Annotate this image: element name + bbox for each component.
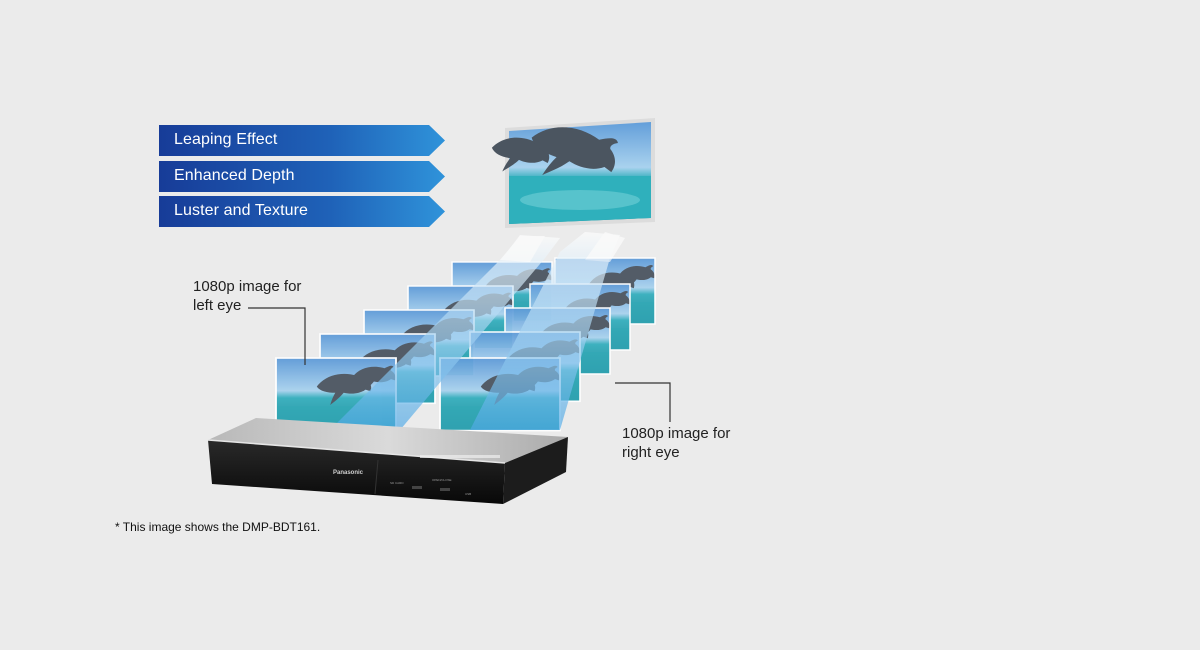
feature-label: Leaping Effect (174, 131, 278, 148)
player-port-label: SD CARD (390, 481, 404, 485)
arrow-banner-shape (159, 161, 445, 192)
3d-result-screen (488, 114, 655, 228)
feature-banner-luster: Luster and Texture (159, 196, 445, 227)
arrow-banner-shape (159, 125, 445, 156)
right-eye-label-line2: right eye (622, 444, 680, 461)
footnote: * This image shows the DMP-BDT161. (115, 520, 321, 534)
left-eye-leader-line (248, 307, 306, 365)
arrow-banner-shape (159, 196, 445, 227)
player-brand: Panasonic (333, 470, 364, 476)
right-eye-leader-line (615, 382, 671, 422)
player-usb-label: USB (465, 492, 471, 496)
bluray-player: Panasonic SD CARD OPEN/CLOSE USB (207, 418, 568, 504)
right-eye-label-line1: 1080p image for (622, 425, 731, 442)
left-eye-label: 1080p image for left eye (193, 277, 301, 315)
feature-banner-depth: Enhanced Depth (159, 161, 445, 192)
player-panel-text: OPEN/CLOSE (432, 478, 452, 482)
light-beams (330, 232, 625, 430)
feature-label: Luster and Texture (174, 202, 309, 219)
right-eye-label: 1080p image for right eye (622, 424, 730, 462)
feature-label: Enhanced Depth (174, 167, 295, 184)
left-eye-label-line1: 1080p image for (193, 278, 302, 295)
feature-banner-leaping: Leaping Effect (159, 125, 445, 156)
left-eye-label-line2: left eye (193, 297, 242, 314)
